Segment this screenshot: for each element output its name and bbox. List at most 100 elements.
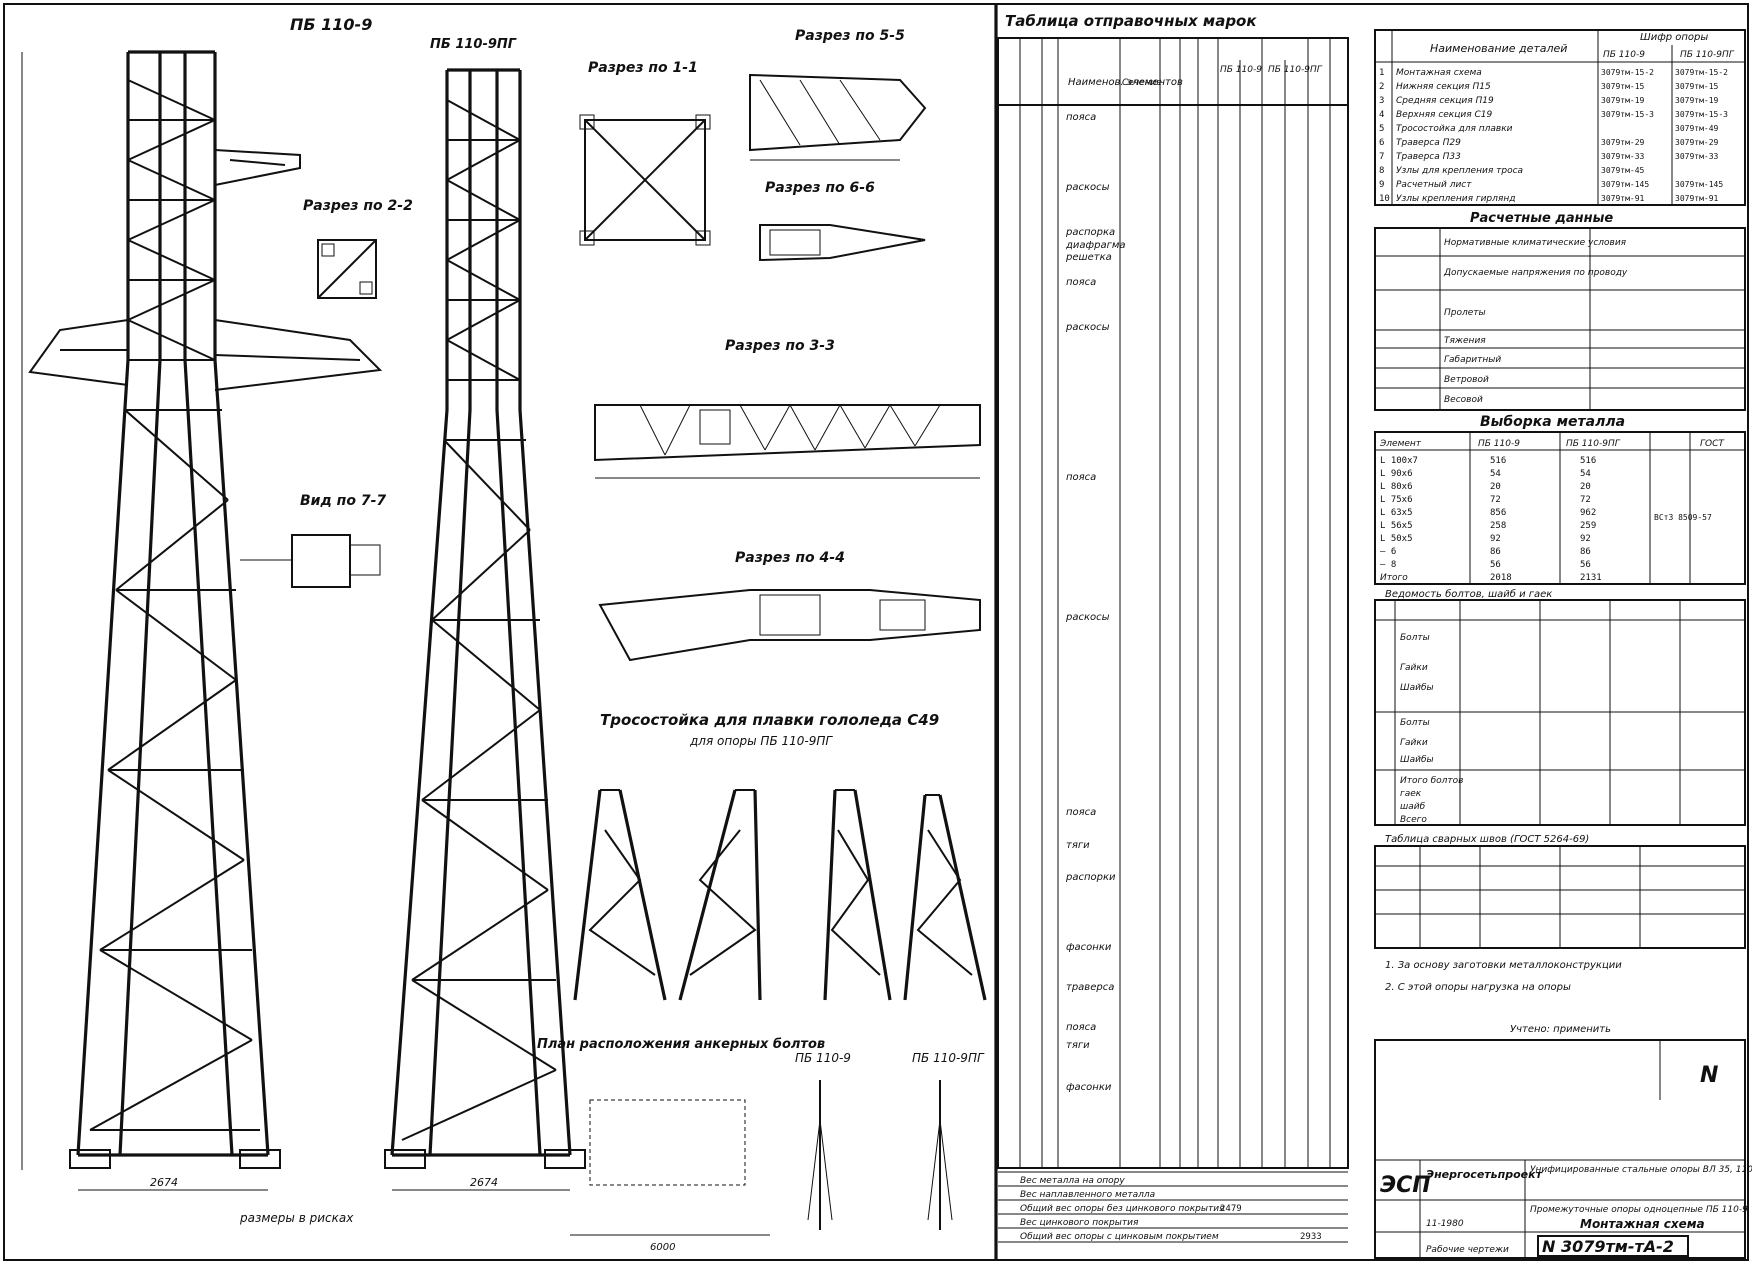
metal-a: 258: [1490, 521, 1506, 531]
marks-col-element: Наименов. элементов: [1068, 77, 1183, 88]
drawing-date: 11-1980: [1426, 1219, 1464, 1229]
metal-el: L 50x5: [1380, 534, 1413, 544]
section-4-4: Разрез по 4-4: [598, 550, 981, 662]
section-3-3-title: Разрез по 3-3: [725, 338, 835, 354]
row-name: Средняя секция П19: [1396, 96, 1494, 106]
design-row: Ветровой: [1444, 375, 1489, 385]
components-rows: 1 Монтажная схема 3079тм-15-2 3079тм-15-…: [1379, 68, 1728, 204]
row-n: 9: [1379, 180, 1384, 190]
note-line: 1. За основу заготовки металлоконструкци…: [1385, 960, 1622, 971]
metal-el: L 100x7: [1380, 456, 1418, 466]
metal-col: ПБ 110-9: [1478, 439, 1520, 449]
row-n: 3: [1379, 96, 1384, 106]
group-label: пояса: [1066, 807, 1096, 818]
drawing-stage: Рабочие чертежи: [1426, 1245, 1509, 1255]
metal-a: 72: [1490, 495, 1501, 505]
metal-selection-table: Выборка металла Элемент ПБ 110-9 ПБ 110-…: [1374, 414, 1746, 585]
group-label: тяги: [1066, 1040, 1090, 1051]
metal-el: L 56x5: [1380, 521, 1413, 531]
org-short: ЭСП: [1380, 1173, 1431, 1198]
anchor-plan-dim: 6000: [650, 1242, 675, 1253]
design-row: Нормативные климатические условия: [1444, 238, 1627, 248]
section-6-6: Разрез по 6-6: [759, 180, 926, 262]
section-5-5: Разрез по 5-5: [749, 28, 927, 161]
shipping-marks-table: Таблица отправочных марок Наименов. элем…: [997, 12, 1349, 1243]
group-label: распорки: [1065, 872, 1116, 883]
metal-col: ГОСТ: [1700, 439, 1725, 449]
metal-col: Элемент: [1379, 439, 1422, 449]
row-b: 3079тм-29: [1675, 138, 1719, 147]
row-b: 3079тм-15-2: [1675, 68, 1728, 77]
section-3-3: Разрез по 3-3: [594, 338, 981, 479]
notes: 1. За основу заготовки металлоконструкци…: [1385, 960, 1622, 1035]
section-6-6-title: Разрез по 6-6: [765, 180, 875, 196]
metal-el: — 6: [1380, 547, 1396, 557]
metal-col: ПБ 110-9ПГ: [1566, 439, 1621, 449]
tower-right: ПБ 110-9ПГ 2674: [384, 37, 586, 1191]
row-name: Траверса П29: [1396, 138, 1461, 148]
components-header-name: Наименование деталей: [1430, 42, 1567, 55]
row-b: 3079тм-15-3: [1675, 110, 1728, 119]
marks-table-title: Таблица отправочных марок: [1005, 12, 1257, 30]
group-label: диафрагма: [1065, 240, 1126, 251]
row-n: 5: [1379, 124, 1384, 134]
metal-el: Итого: [1380, 573, 1408, 583]
bolts-row: Болты: [1400, 718, 1430, 728]
bolts-table: Ведомость болтов, шайб и гаек Болты Гайк…: [1374, 588, 1746, 826]
tower-left-upper-crossarm: [214, 149, 301, 186]
components-header-code: Шифр опоры: [1640, 32, 1708, 43]
row-a: 3079тм-15-3: [1601, 110, 1654, 119]
anchor-bolt-plan: План расположения анкерных болтов 6000 П…: [537, 1037, 985, 1253]
tower-left-middle-crossarm: [28, 319, 383, 391]
marks-col-section: Сечение: [1122, 78, 1162, 88]
group-label: пояса: [1066, 277, 1096, 288]
group-label: пояса: [1066, 112, 1096, 123]
metal-b: 2131: [1580, 573, 1602, 583]
group-label: фасонки: [1066, 1082, 1112, 1093]
anchor-plan-right-label: ПБ 110-9ПГ: [912, 1051, 985, 1065]
total-label: Вес металла на опору: [1020, 1176, 1125, 1186]
group-label: раскосы: [1065, 182, 1110, 193]
dimension-note: размеры в рисках: [239, 1211, 354, 1225]
metal-b: 259: [1580, 521, 1596, 531]
row-n: 4: [1379, 110, 1384, 120]
metal-a: 856: [1490, 508, 1506, 518]
group-label: раскосы: [1065, 612, 1110, 623]
components-col-left: ПБ 110-9: [1603, 50, 1645, 60]
metal-el: — 8: [1380, 560, 1396, 570]
row-name: Верхняя секция С19: [1396, 110, 1493, 120]
row-b: 3079тм-19: [1675, 96, 1719, 105]
sheet-title: Промежуточные опоры одноцепные ПБ 110-9: [1530, 1205, 1748, 1215]
design-row: Допускаемые напряжения по проводу: [1443, 268, 1628, 278]
section-2-2-title: Разрез по 2-2: [303, 198, 413, 214]
metal-el: L 90x6: [1380, 469, 1413, 479]
section-1-1-title: Разрез по 1-1: [588, 60, 698, 76]
bolts-total: шайб: [1400, 802, 1426, 812]
total-value: 2933: [1300, 1232, 1322, 1242]
row-a: 3079тм-29: [1601, 138, 1645, 147]
north-mark: N: [1700, 1063, 1718, 1088]
view-7-7: Вид по 7-7: [240, 493, 386, 588]
bolts-row: Шайбы: [1400, 683, 1434, 693]
welds-table-title: Таблица сварных швов (ГОСТ 5264-69): [1385, 833, 1589, 845]
view-7-7-title: Вид по 7-7: [300, 493, 386, 509]
metal-a: 54: [1490, 469, 1501, 479]
total-label: Общий вес опоры с цинковым покрытием: [1020, 1232, 1219, 1242]
section-4-4-title: Разрез по 4-4: [735, 550, 845, 566]
metal-b: 72: [1580, 495, 1591, 505]
drawing-type: Монтажная схема: [1580, 1217, 1705, 1231]
total-value: 2479: [1220, 1204, 1242, 1214]
design-row: Весовой: [1444, 395, 1483, 405]
metal-b: 54: [1580, 469, 1591, 479]
row-a: 3079тм-91: [1601, 194, 1645, 203]
section-2-2: Разрез по 2-2: [303, 198, 413, 299]
note-line: Учтено: применить: [1510, 1024, 1611, 1035]
row-n: 8: [1379, 166, 1384, 176]
metal-gost: ВСт3 8509-57: [1654, 513, 1712, 522]
design-data-title: Расчетные данные: [1470, 211, 1613, 226]
section-1-1: Разрез по 1-1: [579, 60, 711, 246]
row-name: Траверса П33: [1396, 152, 1461, 162]
row-b: 3079тм-15: [1675, 82, 1719, 91]
row-a: 3079тм-145: [1601, 180, 1649, 189]
row-n: 2: [1379, 82, 1384, 92]
